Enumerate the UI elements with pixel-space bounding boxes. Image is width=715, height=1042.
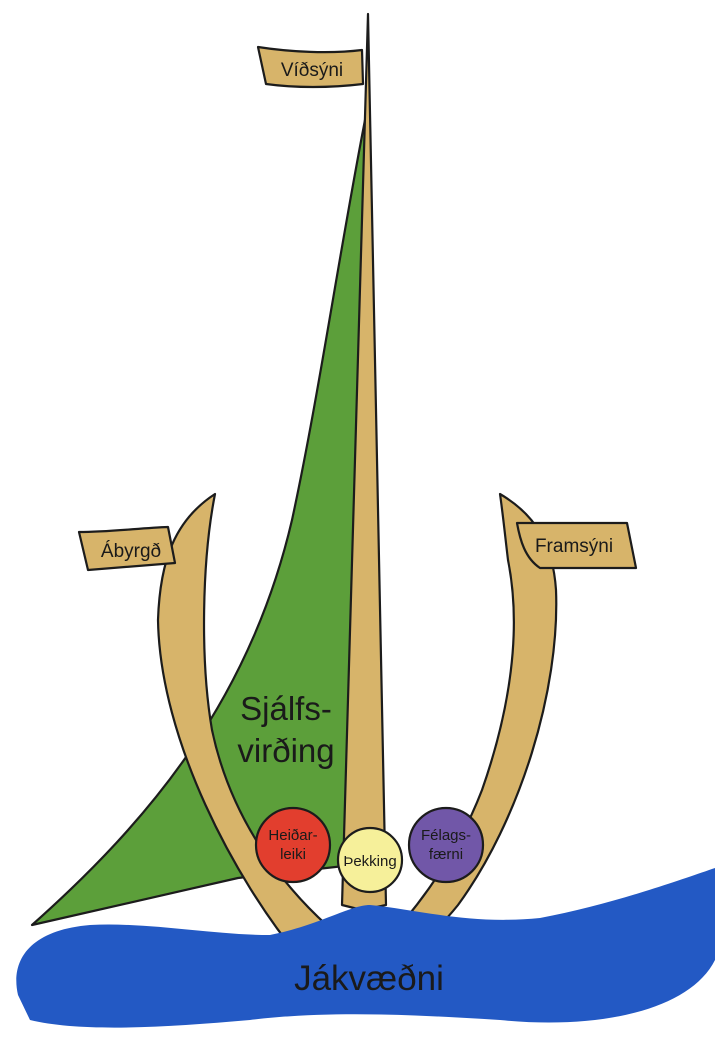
circle-left-label-line2: leiki bbox=[280, 846, 306, 863]
top-banner bbox=[256, 45, 365, 89]
circle-center-label: Þekking bbox=[343, 853, 396, 870]
label-right-arm: Framsýni bbox=[535, 536, 613, 557]
label-water: Jákvæðni bbox=[294, 959, 444, 998]
left-flag bbox=[77, 525, 177, 572]
right-flag bbox=[515, 521, 638, 570]
right-arm bbox=[366, 492, 558, 960]
label-top: Víðsýni bbox=[281, 60, 343, 81]
circle-right-label-line2: færni bbox=[429, 846, 463, 863]
label-sail-line1: Sjálfs- bbox=[240, 690, 332, 727]
circle-center bbox=[336, 826, 404, 894]
label-left-arm: Ábyrgð bbox=[101, 541, 161, 562]
water-shape bbox=[16, 868, 715, 1028]
circle-left-label-line1: Heiðar- bbox=[268, 827, 317, 844]
circle-right bbox=[407, 806, 485, 884]
circle-left bbox=[254, 806, 332, 884]
sail-shape bbox=[30, 118, 367, 927]
label-sail-line2: virðing bbox=[237, 732, 334, 769]
circle-right-label-line1: Félags- bbox=[421, 827, 471, 844]
